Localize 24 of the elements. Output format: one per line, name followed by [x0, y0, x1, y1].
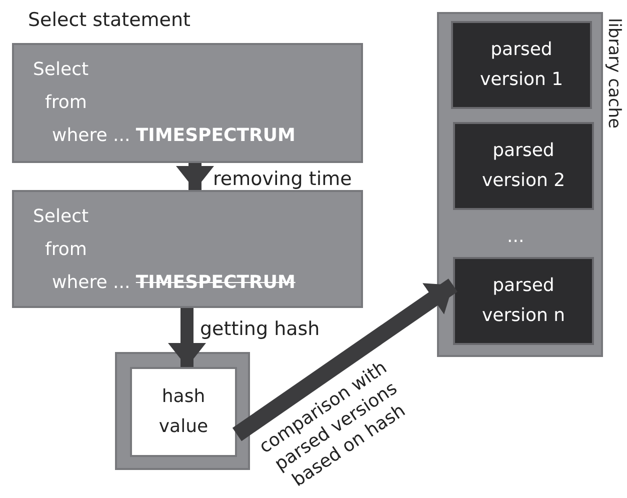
arrow	[168, 308, 206, 367]
arrow	[232, 278, 458, 442]
hash-value-text: hash value	[158, 385, 210, 439]
hash-value-box	[130, 367, 237, 457]
query-line: from	[45, 239, 87, 261]
hash-frame	[115, 352, 250, 470]
parsed-version-box	[451, 21, 592, 109]
statement-box	[12, 190, 363, 308]
parsed-version-box	[453, 122, 594, 210]
query-line: Select	[33, 59, 89, 81]
heading: Select statement	[28, 9, 190, 31]
ellipsis: ...	[507, 226, 524, 248]
query-line: where ... TIMESPECTRUM	[52, 125, 296, 147]
query-line: from	[45, 92, 87, 114]
query-line: where ... TIMESPECTRUM	[52, 272, 296, 294]
edge-label: getting hash	[200, 318, 320, 340]
parsed-version-text: parsed version n	[480, 274, 566, 328]
parsed-version-text: parsed version 1	[478, 38, 564, 92]
query-line: Select	[33, 206, 89, 228]
edge-label: removing time	[213, 168, 352, 190]
heading: library cache	[604, 18, 624, 128]
parsed-version-text: parsed version 2	[480, 139, 566, 193]
arrow	[176, 163, 214, 190]
parsed-version-box	[453, 257, 594, 345]
